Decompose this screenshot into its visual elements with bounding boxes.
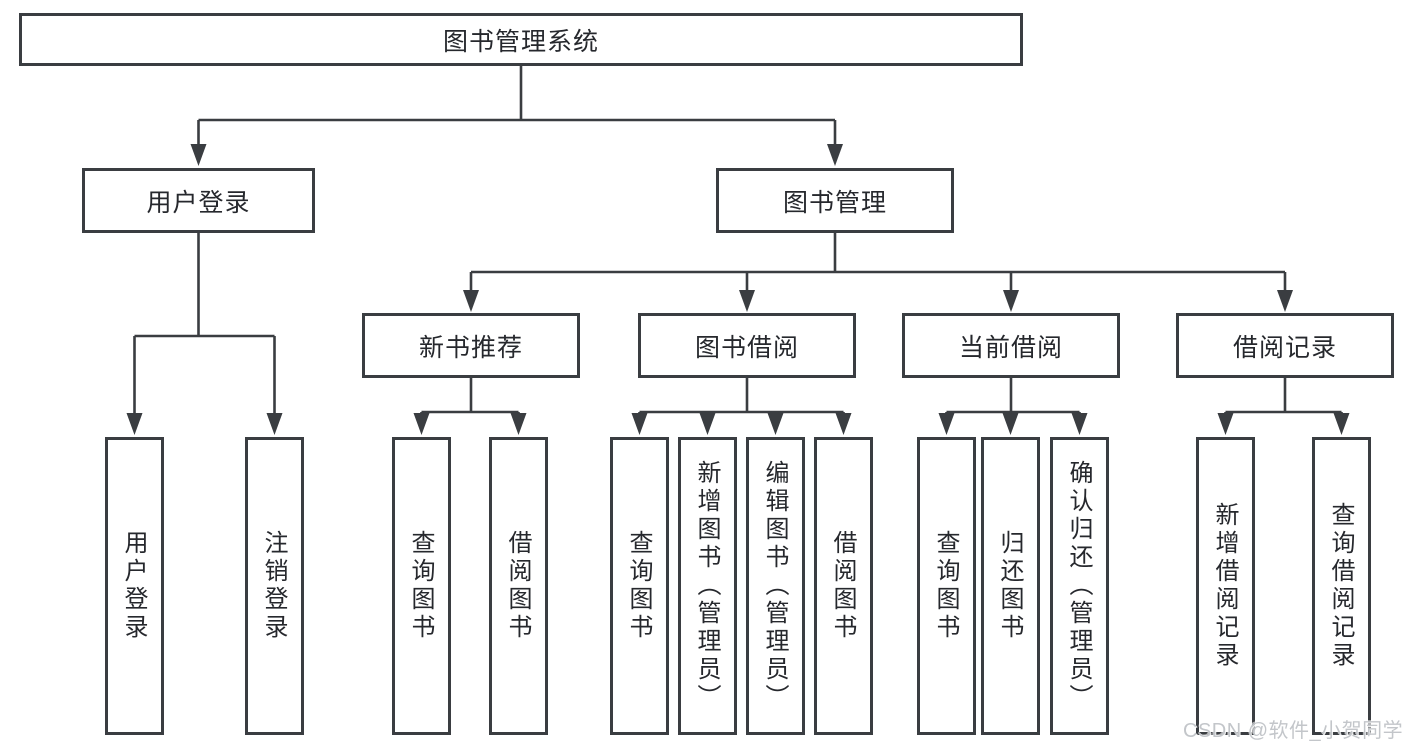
leaf-bb-query-books: 查询图书 — [610, 437, 669, 735]
leaf-bb-add-books-admin: 新增图书（管理员） — [678, 437, 737, 735]
leaf-nbr-query-books: 查询图书 — [392, 437, 451, 735]
node-user-login: 用户登录 — [82, 168, 315, 233]
leaf-br-add-record: 新增借阅记录 — [1196, 437, 1255, 735]
node-library-system-root: 图书管理系统 — [19, 13, 1023, 66]
leaf-logout: 注销登录 — [245, 437, 304, 735]
leaf-br-query-record: 查询借阅记录 — [1312, 437, 1371, 735]
leaf-bb-edit-books-admin: 编辑图书（管理员） — [746, 437, 805, 735]
leaf-nbr-borrow-books: 借阅图书 — [489, 437, 548, 735]
node-book-management: 图书管理 — [716, 168, 954, 233]
node-current-borrowing: 当前借阅 — [902, 313, 1120, 378]
leaf-bb-borrow-books: 借阅图书 — [814, 437, 873, 735]
node-book-borrowing: 图书借阅 — [638, 313, 856, 378]
leaf-cb-return-books: 归还图书 — [981, 437, 1040, 735]
watermark: CSDN @软件_小贺同学 — [1183, 720, 1404, 742]
leaf-cb-query-books: 查询图书 — [917, 437, 976, 735]
leaf-user-login: 用户登录 — [105, 437, 164, 735]
node-new-book-recommend: 新书推荐 — [362, 313, 580, 378]
leaf-cb-confirm-return-admin: 确认归还（管理员） — [1050, 437, 1109, 735]
node-borrowing-records: 借阅记录 — [1176, 313, 1394, 378]
